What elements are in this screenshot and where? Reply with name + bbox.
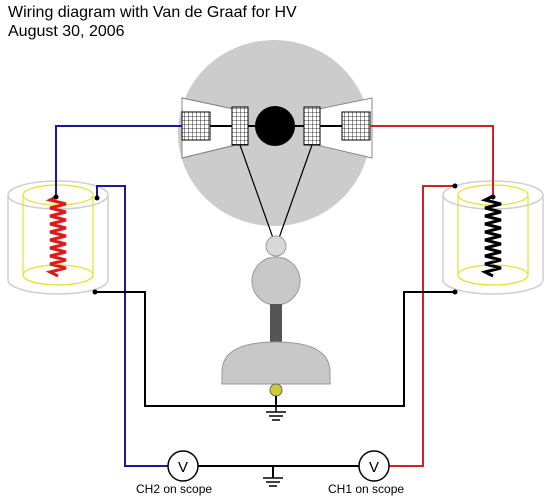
- ch2-label: CH2 on scope: [136, 482, 212, 496]
- ground-node: [269, 383, 283, 397]
- diagram-date: August 30, 2006: [8, 23, 125, 40]
- junction-dots: [53, 183, 496, 295]
- spark-gap-icon: [181, 97, 373, 159]
- voltmeter-icon: [167, 450, 199, 482]
- voltmeter-icon: [358, 450, 390, 482]
- voltmeter-symbol: V: [178, 459, 188, 476]
- diagram-title: Wiring diagram with Van de Graaf for HV: [8, 4, 297, 21]
- voltmeter-ch2: V CH2 on scope: [136, 450, 212, 496]
- coil-icon: [480, 194, 502, 278]
- right-coil-cylinder: [442, 180, 544, 295]
- vdg-generator: [221, 144, 331, 397]
- coil-icon: [45, 194, 67, 278]
- voltmeter-symbol: V: [369, 459, 379, 476]
- left-coil-cylinder: [7, 180, 109, 295]
- voltmeter-ch1: V CH1 on scope: [328, 450, 404, 496]
- ch1-label: CH1 on scope: [328, 482, 404, 496]
- ground-icon: [266, 406, 286, 421]
- ground-icon: [263, 477, 283, 487]
- wiring: [55, 125, 494, 478]
